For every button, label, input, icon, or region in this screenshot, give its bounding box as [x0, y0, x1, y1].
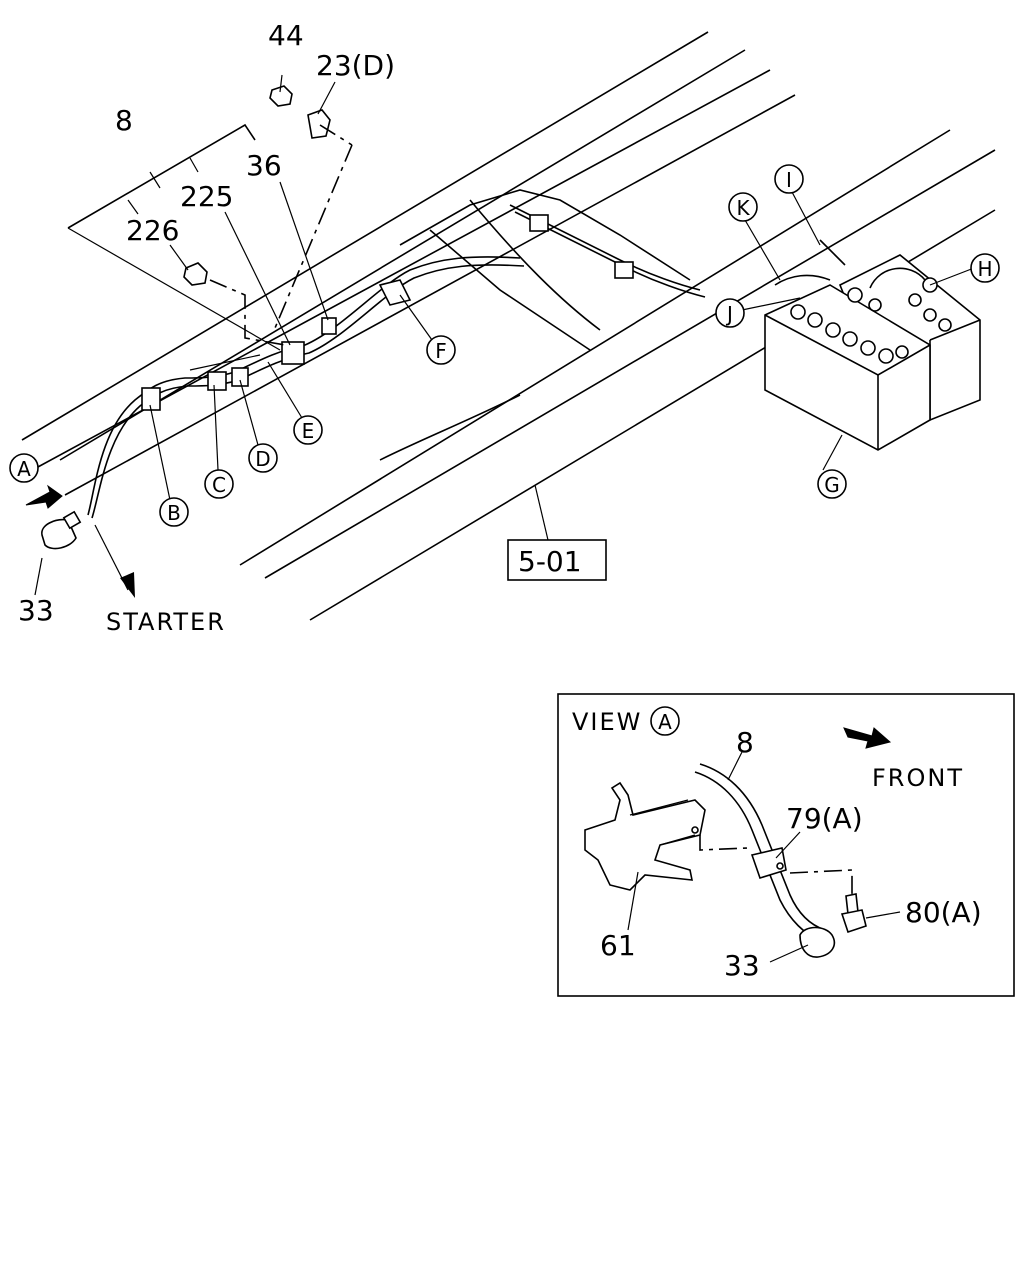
svg-text:J: J: [725, 302, 733, 326]
circle-callouts: A B C D E F G H I J K: [9, 164, 1000, 527]
circle-g: G: [817, 469, 847, 499]
circle-e: E: [293, 415, 323, 445]
callout-23d: 23(D): [316, 49, 395, 82]
circle-f: F: [426, 335, 456, 365]
callout-8: 8: [115, 104, 133, 137]
circle-d: D: [248, 443, 278, 473]
svg-text:C: C: [212, 473, 226, 497]
front-label: FRONT: [872, 764, 964, 792]
svg-text:K: K: [736, 196, 750, 220]
clip-rear-1: [529, 214, 549, 232]
svg-text:A: A: [658, 710, 672, 734]
svg-text:G: G: [824, 473, 840, 497]
callout-33: 33: [18, 594, 54, 627]
callout-226: 226: [126, 214, 179, 247]
batteries: [764, 239, 981, 451]
circle-h: H: [970, 253, 1000, 283]
clamp-e: [281, 341, 305, 365]
clamp-b: [141, 387, 161, 411]
ref-501-label: 5-01: [518, 545, 582, 578]
view-callout-79a: 79(A): [786, 802, 863, 835]
view-callout-61: 61: [600, 929, 636, 962]
circle-b: B: [159, 497, 189, 527]
circle-i: I: [774, 164, 804, 194]
battery-front: [764, 284, 931, 451]
view-callout-80a: 80(A): [905, 896, 982, 929]
circle-k: K: [728, 192, 758, 222]
svg-text:D: D: [255, 447, 270, 471]
svg-text:F: F: [435, 339, 447, 363]
clamp-d: [231, 367, 249, 387]
ref-box-501: [507, 539, 607, 581]
view-callout-33: 33: [724, 949, 760, 982]
clamp-c: [207, 371, 227, 391]
terminal-cap-33-view: [799, 926, 836, 958]
circle-c: C: [204, 469, 234, 499]
clip-36: [321, 317, 337, 335]
view-a-title-circle: A: [650, 706, 680, 736]
nut-226: [183, 262, 208, 286]
callout-44: 44: [268, 19, 304, 52]
callout-225: 225: [180, 180, 233, 213]
svg-text:E: E: [302, 419, 315, 443]
bracket-group: [67, 74, 353, 351]
view-a-title: VIEW: [572, 708, 642, 736]
svg-text:I: I: [786, 168, 792, 192]
callout-labels: 44 23(D) 8 36 225 226 33 STARTER 5-01: [18, 19, 607, 636]
nut-44: [269, 85, 293, 107]
starter-label: STARTER: [106, 608, 226, 636]
clip-23: [307, 109, 331, 139]
svg-text:H: H: [977, 257, 992, 281]
bracket-61: [584, 781, 706, 891]
svg-text:B: B: [167, 501, 181, 525]
callout-36: 36: [246, 149, 282, 182]
terminal-boot: [62, 510, 82, 530]
front-arrow-icon: [843, 727, 892, 749]
battery-cable: [41, 204, 706, 550]
view-callout-8: 8: [736, 726, 754, 759]
view-a-inset: VIEW A FRONT 8 79(A) 80(A) 61 33: [557, 693, 1015, 997]
battery-terminals: [790, 277, 952, 364]
svg-text:A: A: [17, 457, 31, 481]
circle-a: A: [9, 453, 39, 483]
terminal-cap-33: [41, 518, 77, 550]
clip-rear-2: [614, 261, 634, 279]
circle-j: J: [715, 298, 745, 328]
circle-leaders: [25, 191, 975, 598]
